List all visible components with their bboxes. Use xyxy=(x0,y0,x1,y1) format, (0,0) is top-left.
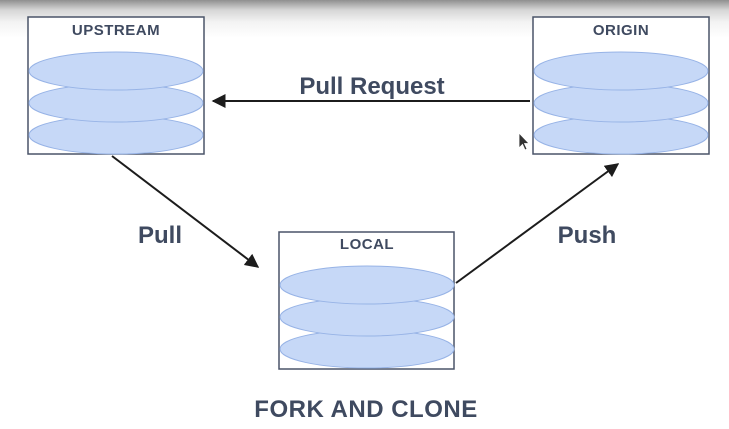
origin-database-icon xyxy=(533,51,709,155)
upstream-repo-title: UPSTREAM xyxy=(72,22,160,39)
pull-request-label: Pull Request xyxy=(299,73,444,100)
origin-repo: ORIGIN xyxy=(532,16,710,155)
upstream-repo: UPSTREAM xyxy=(27,16,205,155)
local-repo: LOCAL xyxy=(278,231,455,370)
push-arrow xyxy=(455,163,620,284)
upstream-database-icon xyxy=(28,51,204,155)
pull-arrow xyxy=(111,155,260,268)
local-database-icon xyxy=(279,265,455,369)
mouse-cursor-icon xyxy=(518,132,530,151)
diagram-title: FORK AND CLONE xyxy=(254,396,477,423)
local-repo-title: LOCAL xyxy=(340,236,394,253)
pull-label: Pull xyxy=(138,222,182,249)
origin-repo-title: ORIGIN xyxy=(593,22,649,39)
push-label: Push xyxy=(558,222,617,249)
